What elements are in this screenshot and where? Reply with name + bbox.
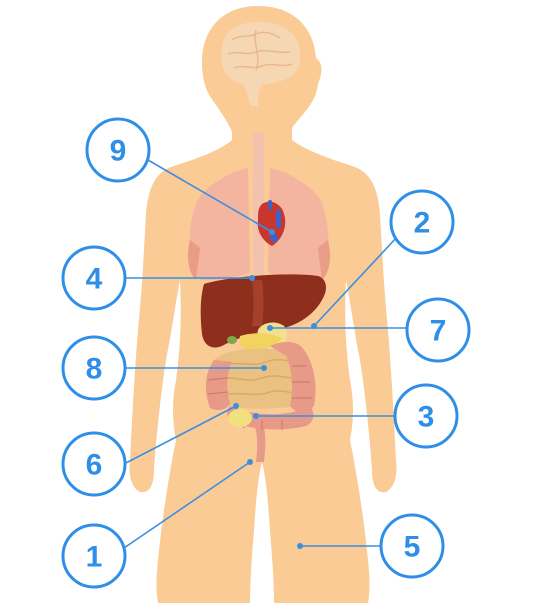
callout-number-2: 2: [414, 207, 431, 240]
dot-1: [247, 459, 253, 465]
liver: [200, 274, 326, 348]
callout-3: 3: [393, 383, 459, 449]
callout-5: 5: [379, 513, 445, 579]
callout-9: 9: [85, 117, 151, 183]
left-lung: [189, 168, 250, 281]
callout-number-6: 6: [86, 449, 103, 482]
trachea: [253, 132, 264, 282]
gallbladder: [227, 336, 237, 344]
callout-1: 1: [61, 523, 127, 589]
callout-6: 6: [61, 431, 127, 497]
callout-number-1: 1: [86, 541, 103, 574]
leader-2: [313, 235, 399, 327]
dot-8: [261, 365, 267, 371]
leader-6: [123, 405, 237, 465]
callout-number-9: 9: [110, 135, 127, 168]
callout-8: 8: [61, 335, 127, 401]
brain: [221, 21, 301, 106]
leader-1: [123, 461, 251, 549]
dot-7: [267, 325, 273, 331]
callout-number-5: 5: [404, 531, 421, 564]
callout-4: 4: [61, 245, 127, 311]
dot-3: [253, 413, 259, 419]
dot-4: [249, 275, 255, 281]
bladder: [228, 409, 252, 427]
leader-lines: [123, 159, 408, 549]
dot-5: [297, 543, 303, 549]
callout-number-8: 8: [86, 353, 103, 386]
callout-number-7: 7: [430, 315, 447, 348]
right-lung: [268, 168, 329, 281]
callout-number-4: 4: [86, 263, 103, 296]
heart: [257, 200, 286, 246]
dot-6: [233, 403, 239, 409]
leader-9: [147, 159, 273, 233]
callout-7: 7: [405, 297, 471, 363]
callout-2: 2: [389, 189, 455, 255]
lungs: [188, 168, 330, 281]
callout-number-3: 3: [418, 401, 435, 434]
dot-9: [269, 229, 275, 235]
